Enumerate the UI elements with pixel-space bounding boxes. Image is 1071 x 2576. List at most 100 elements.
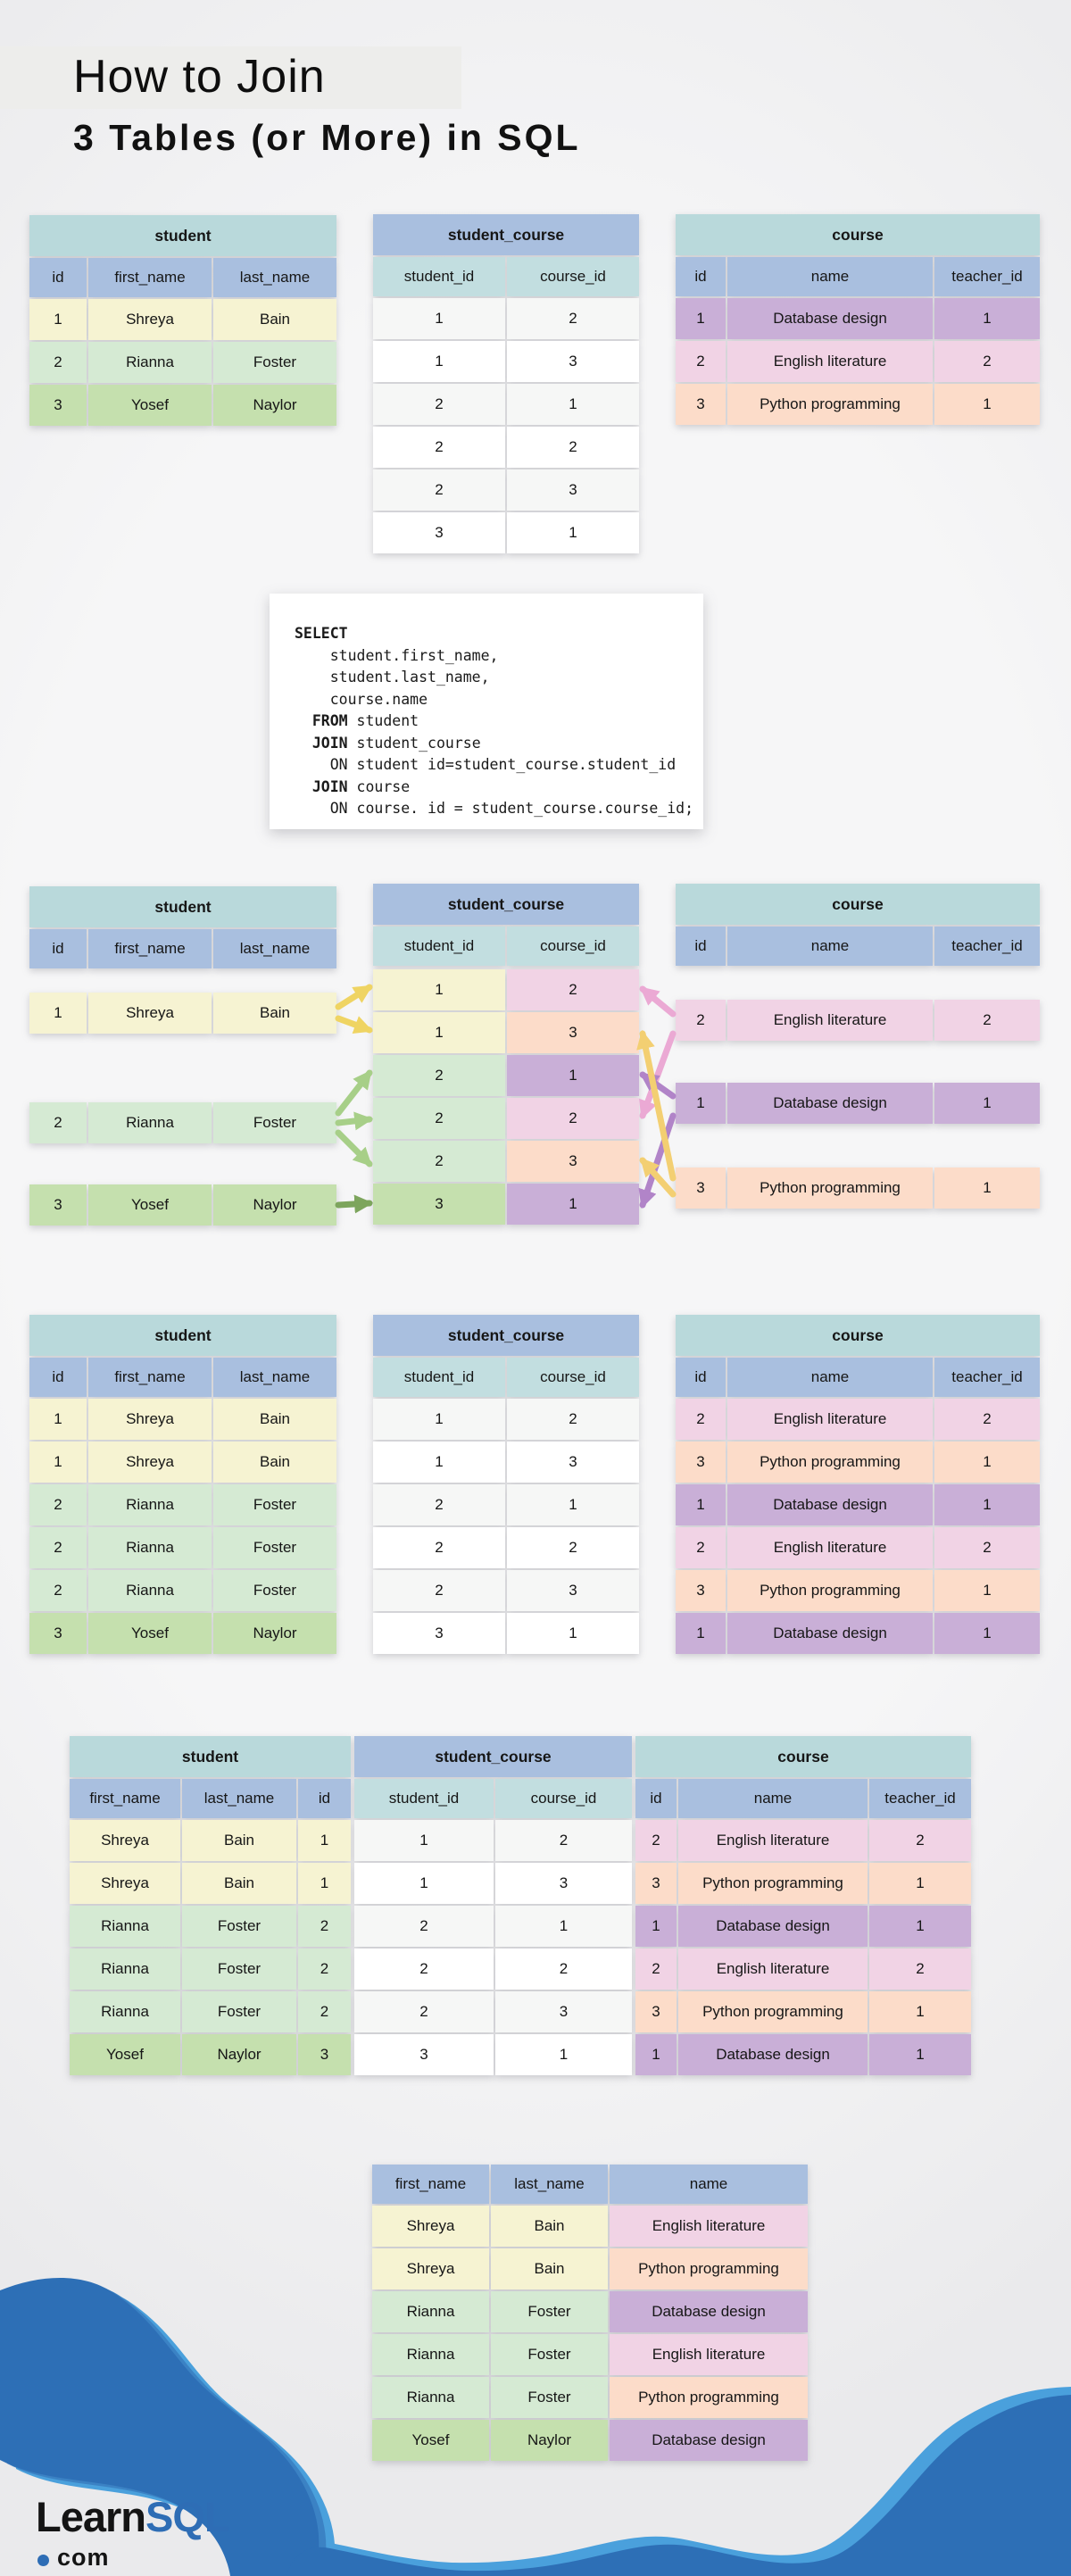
cell: 3 [373,1184,505,1225]
table-title: student [29,886,336,927]
cell: 2 [373,427,505,468]
cell: 1 [373,1399,505,1440]
column-header: student_id [373,927,505,966]
cell: 2 [29,1484,87,1525]
cell: Database design [727,298,933,339]
column-header: id [29,258,87,297]
sql-text: ON student id=student_course.student_id [295,756,677,773]
cell: 1 [373,341,505,382]
cell: 2 [29,1527,87,1568]
cell: 1 [507,384,639,425]
cell: 1 [29,1399,87,1440]
page-title-line1: How to Join [73,51,326,103]
title-highlight-bar [0,46,461,109]
cell: Foster [213,1484,336,1525]
cell: 2 [507,298,639,339]
cell: 1 [934,1442,1040,1483]
cell: Foster [182,1906,296,1947]
cell: Bain [491,2206,608,2247]
column-header: id [676,927,726,966]
cell: English literature [727,1000,933,1041]
cell: 1 [635,2034,677,2075]
cell: 1 [495,1906,632,1947]
cell: 1 [373,1012,505,1053]
cell: Rianna [70,1991,180,2032]
sql-text: course.name [295,690,428,708]
cell: 2 [934,1527,1040,1568]
column-header: name [678,1779,868,1818]
cell: 2 [373,384,505,425]
cell: Shreya [70,1820,180,1861]
cell: Database design [678,2034,868,2075]
cell: Foster [182,1949,296,1990]
page-title-line2: 3 Tables (or More) in SQL [73,117,581,158]
cell: Rianna [88,1484,212,1525]
logo-domain: com [36,2546,229,2570]
cell: Rianna [88,1570,212,1611]
cell: 2 [373,1570,505,1611]
cell: 2 [676,1399,726,1440]
wave-dark-band [0,2278,320,2576]
column-header: first_name [70,1779,180,1818]
cell: 2 [354,1991,494,2032]
cell: 1 [869,1906,971,1947]
cell: 1 [869,1863,971,1904]
logo-sql-text: SQL [145,2493,230,2540]
cell: 2 [29,342,87,383]
cell: Rianna [372,2334,489,2375]
cell: 1 [507,1184,639,1225]
cell: Foster [491,2377,608,2418]
column-header: teacher_id [934,257,1040,296]
column-header: id [676,1358,726,1397]
cell: 3 [495,1863,632,1904]
column-header: last_name [213,1358,336,1397]
cell: English literature [678,1820,868,1861]
cell: Python programming [727,1442,933,1483]
cell: 3 [298,2034,351,2075]
cell: 3 [507,1442,639,1483]
sql-text: student_course [347,734,481,752]
cell: 1 [373,298,505,339]
cell: Python programming [610,2377,808,2418]
cell: 3 [676,384,726,425]
column-header: id [298,1779,351,1818]
cell: Shreya [70,1863,180,1904]
column-header: course_id [507,1358,639,1397]
cell: 1 [934,1168,1040,1209]
cell: 1 [495,2034,632,2075]
logo-com-text: com [57,2544,110,2571]
cell: 3 [373,1613,505,1654]
table-title: course [676,214,1040,255]
cell: Shreya [88,993,212,1034]
cell: Rianna [372,2377,489,2418]
cell: 3 [507,1012,639,1053]
cell: Bain [213,299,336,340]
cell: 2 [354,1906,494,1947]
cell: Shreya [88,1399,212,1440]
table-title-row: student_course [373,884,639,925]
cell: Rianna [372,2291,489,2332]
cell: Bain [182,1820,296,1861]
cell: Naylor [213,1184,336,1226]
cell: 3 [635,1991,677,2032]
